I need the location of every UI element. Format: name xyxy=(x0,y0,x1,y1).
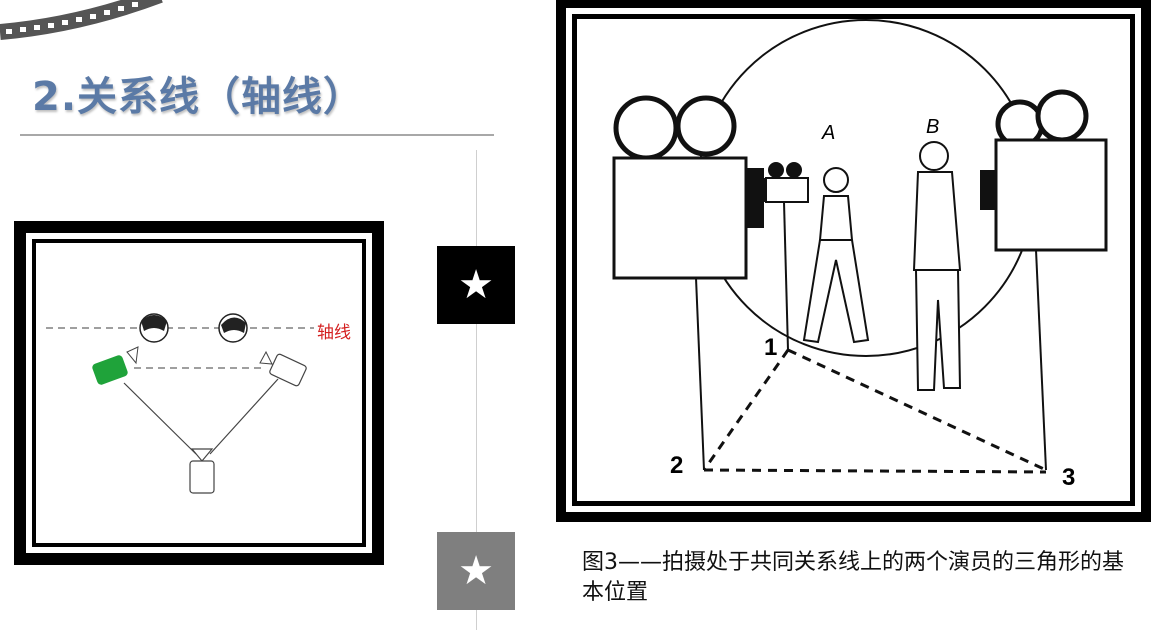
star-icon: ★ xyxy=(458,548,494,594)
camera-3 xyxy=(980,89,1108,471)
page-title: 2.关系线（轴线） xyxy=(32,74,365,120)
actor-head-left xyxy=(139,313,169,343)
vertical-divider xyxy=(476,150,477,630)
camera-bottom xyxy=(189,448,215,494)
actor-a-label: A xyxy=(822,122,836,144)
actor-a-figure xyxy=(802,167,870,344)
camera-left-active xyxy=(92,346,139,385)
actor-b-figure xyxy=(912,141,962,391)
star-marker-1: ★ xyxy=(437,246,515,324)
position-label-3: 3 xyxy=(1062,464,1076,491)
axis-diagram xyxy=(14,221,384,565)
star-marker-2: ★ xyxy=(437,532,515,610)
camera-1 xyxy=(752,162,809,351)
axis-label: 轴线 xyxy=(317,323,351,343)
camera-2 xyxy=(612,95,764,471)
triangle-camera-diagram xyxy=(556,0,1151,522)
star-icon: ★ xyxy=(458,262,494,308)
figure-caption: 图3——拍摄处于共同关系线上的两个演员的三角形的基本位置 xyxy=(582,550,1124,605)
actor-head-right xyxy=(218,313,248,343)
actor-b-label: B xyxy=(926,116,940,138)
camera-right xyxy=(259,350,307,387)
title-divider xyxy=(20,134,494,136)
film-strip-decoration xyxy=(0,0,163,40)
position-label-1: 1 xyxy=(764,334,778,361)
camera-triangle xyxy=(702,348,1047,474)
position-label-2: 2 xyxy=(670,452,684,479)
